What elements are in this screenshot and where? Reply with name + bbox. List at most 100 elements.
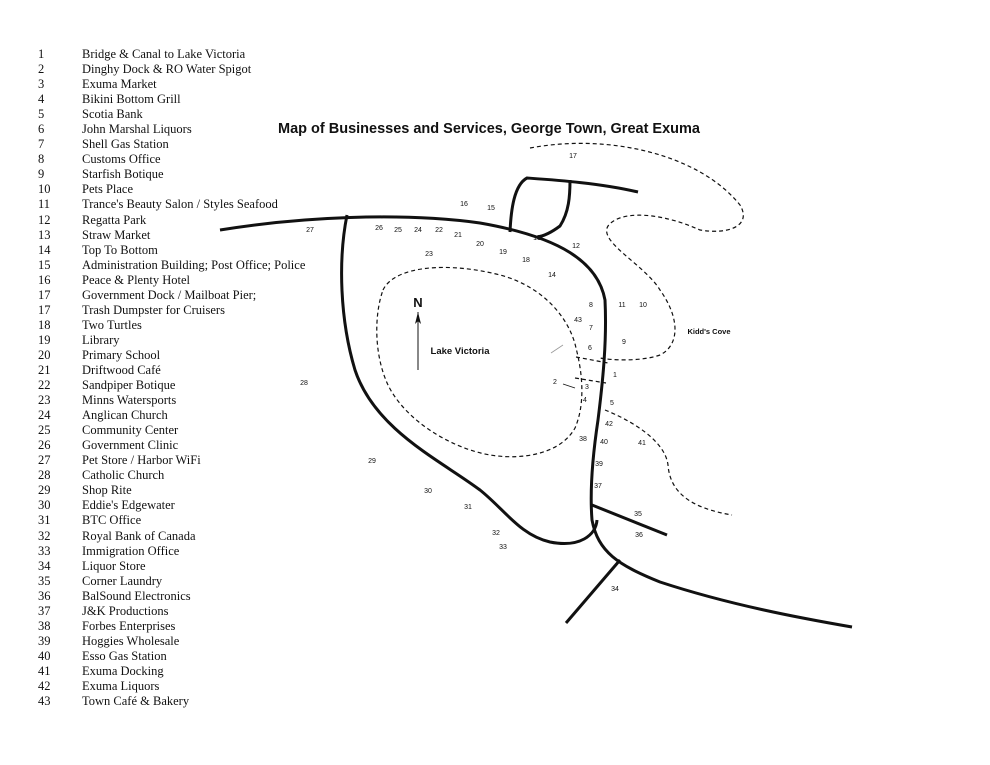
map-marker-20: 20 bbox=[476, 241, 484, 248]
map-marker-22: 22 bbox=[435, 227, 443, 234]
legend-item-name: Hoggies Wholesale bbox=[82, 633, 180, 648]
map-marker-7: 7 bbox=[589, 325, 593, 332]
canal-south-bank bbox=[574, 377, 607, 384]
main-road bbox=[219, 215, 853, 629]
legend-item-name: Pet Store / Harbor WiFi bbox=[82, 453, 201, 468]
legend-item-name: Trash Dumpster for Cruisers bbox=[82, 302, 225, 317]
map-marker-14: 14 bbox=[548, 272, 556, 279]
legend-item-name: Scotia Bank bbox=[82, 107, 143, 122]
map-marker-21: 21 bbox=[454, 232, 462, 239]
map-marker-2: 2 bbox=[553, 379, 557, 386]
lake-label: Lake Victoria bbox=[431, 346, 491, 357]
legend-item-number: 40 bbox=[38, 648, 51, 663]
map-marker-39: 39 bbox=[595, 461, 603, 468]
legend-item-name: Top To Bottom bbox=[82, 242, 158, 257]
legend-item-name: Driftwood Café bbox=[82, 362, 161, 377]
legend-item-name: Straw Market bbox=[82, 227, 151, 242]
map-marker-27: 27 bbox=[306, 227, 314, 234]
legend-item-number: 41 bbox=[38, 663, 51, 678]
legend-item-name: Government Clinic bbox=[82, 438, 179, 453]
legend-item-name: Administration Building; Post Office; Po… bbox=[82, 257, 306, 272]
map-marker-15: 15 bbox=[487, 205, 495, 212]
map-marker-24: 24 bbox=[414, 227, 422, 234]
legend-item-number: 33 bbox=[38, 543, 51, 558]
map-marker-11: 11 bbox=[618, 302, 625, 309]
side-street-south bbox=[564, 559, 622, 624]
map-marker-8: 8 bbox=[589, 302, 593, 309]
legend-item-number: 27 bbox=[38, 453, 51, 468]
legend-item-number: 13 bbox=[38, 227, 51, 242]
legend-item-name: Bikini Bottom Grill bbox=[82, 92, 181, 107]
map-title: Map of Businesses and Services, George T… bbox=[278, 121, 700, 137]
map-marker-9: 9 bbox=[622, 339, 626, 346]
legend-item-name: Shell Gas Station bbox=[82, 137, 169, 152]
legend-item-number: 16 bbox=[38, 272, 51, 287]
legend-item-name: Primary School bbox=[82, 347, 161, 362]
harbor-shoreline bbox=[529, 142, 744, 361]
legend-item-number: 21 bbox=[38, 362, 51, 377]
map-marker-6: 6 bbox=[588, 345, 592, 352]
legend-item-name: Two Turtles bbox=[82, 317, 142, 332]
dinghy-pointer bbox=[562, 383, 576, 389]
legend-item-name: Starfish Botique bbox=[82, 167, 164, 182]
map-marker-41: 41 bbox=[638, 440, 646, 447]
map-marker-43: 43 bbox=[574, 317, 582, 324]
map-marker-29: 29 bbox=[368, 458, 376, 465]
legend-item-number: 19 bbox=[38, 332, 51, 347]
map-marker-36: 36 bbox=[635, 532, 643, 539]
legend-item-number: 3 bbox=[38, 77, 45, 92]
legend-item-name: Pets Place bbox=[82, 182, 134, 197]
legend-item-number: 42 bbox=[38, 678, 51, 693]
legend-item-name: Peace & Plenty Hotel bbox=[82, 272, 190, 287]
legend-item-number: 25 bbox=[38, 423, 51, 438]
canal-north-bank bbox=[575, 356, 609, 364]
legend-item-number: 10 bbox=[38, 182, 51, 197]
map-marker-33: 33 bbox=[499, 544, 507, 551]
legend-item-number: 43 bbox=[38, 694, 51, 709]
north-arrow-icon bbox=[415, 312, 421, 370]
map-marker-32: 32 bbox=[492, 530, 500, 537]
legend-item-number: 24 bbox=[38, 408, 51, 423]
map-marker-16: 16 bbox=[460, 201, 468, 208]
legend-item-number: 2 bbox=[38, 62, 45, 77]
legend-item-name: Royal Bank of Canada bbox=[82, 528, 196, 543]
map-marker-3: 3 bbox=[585, 384, 589, 391]
legend-item-name: Corner Laundry bbox=[82, 573, 163, 588]
legend-item-name: Shop Rite bbox=[82, 483, 132, 498]
legend-item-number: 22 bbox=[38, 378, 51, 393]
map-marker-38: 38 bbox=[579, 436, 587, 443]
map-marker-28: 28 bbox=[300, 380, 308, 387]
dinghy-dock-line bbox=[550, 344, 564, 354]
legend-item-number: 15 bbox=[38, 257, 51, 272]
map-marker-30: 30 bbox=[424, 488, 432, 495]
legend-item-name: Exuma Market bbox=[82, 77, 157, 92]
legend-item-name: Forbes Enterprises bbox=[82, 618, 176, 633]
legend-item-number: 14 bbox=[38, 242, 51, 257]
legend-item-number: 17 bbox=[38, 302, 51, 317]
south-shoreline bbox=[604, 409, 733, 516]
legend-item-name: Sandpiper Botique bbox=[82, 378, 176, 393]
north-label: N bbox=[413, 295, 422, 310]
legend-item-name: J&K Productions bbox=[82, 603, 169, 618]
cove-label: Kidd's Cove bbox=[687, 327, 730, 336]
legend-item-name: Exuma Docking bbox=[82, 663, 164, 678]
legend-item-number: 28 bbox=[38, 468, 51, 483]
legend-item-number: 38 bbox=[38, 618, 51, 633]
legend-item-number: 6 bbox=[38, 122, 45, 137]
map-marker-5: 5 bbox=[610, 400, 614, 407]
legend-item-number: 37 bbox=[38, 603, 51, 618]
map-marker-13: 13 bbox=[533, 235, 541, 242]
map-marker-26: 26 bbox=[375, 225, 383, 232]
map-marker-4: 4 bbox=[583, 397, 587, 404]
legend-item-number: 36 bbox=[38, 588, 51, 603]
legend-item-number: 8 bbox=[38, 152, 45, 167]
legend-item-name: Liquor Store bbox=[82, 558, 146, 573]
side-street-east bbox=[591, 503, 668, 537]
legend-item-name: Bridge & Canal to Lake Victoria bbox=[82, 47, 246, 61]
legend-item-name: Eddie's Edgewater bbox=[82, 498, 175, 513]
legend-item-name: Customs Office bbox=[82, 152, 161, 167]
legend-item-number: 23 bbox=[38, 393, 51, 408]
legend-item-number: 1 bbox=[38, 47, 45, 61]
legend-item-name: Trance's Beauty Salon / Styles Seafood bbox=[82, 197, 278, 212]
legend-item-name: Exuma Liquors bbox=[82, 678, 160, 693]
